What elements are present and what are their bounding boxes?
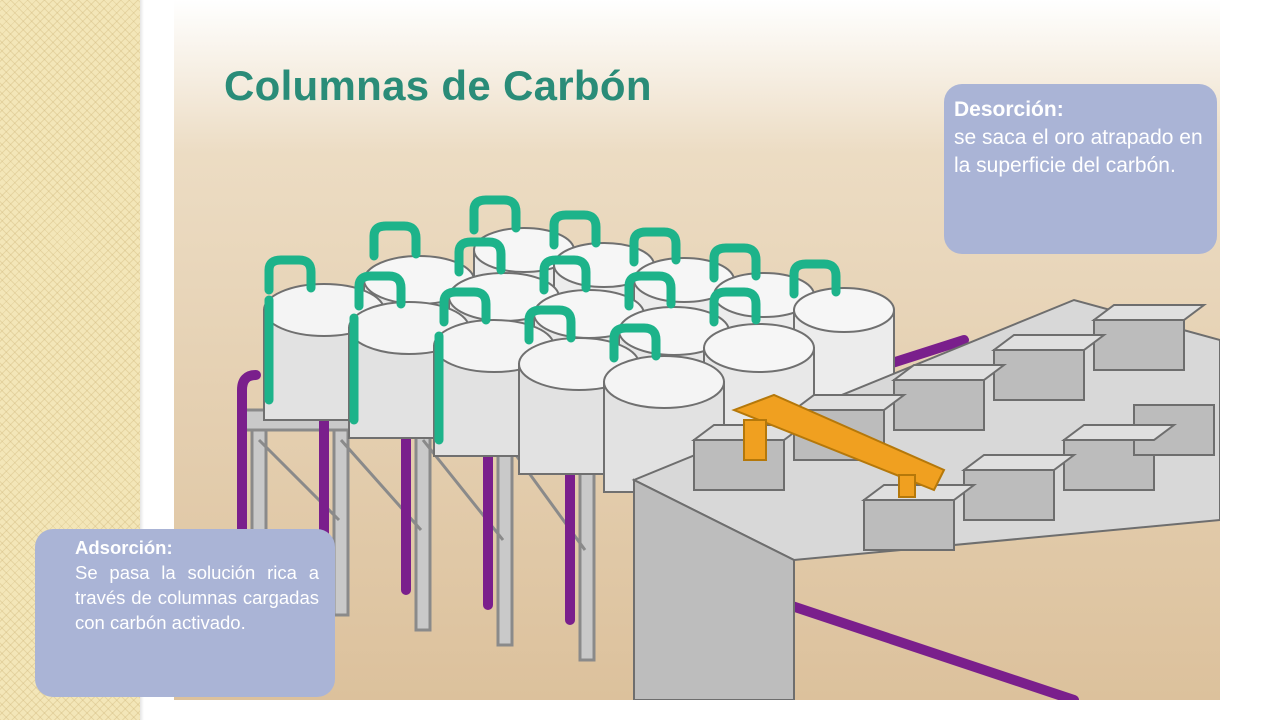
carbon-column-tanks bbox=[263, 227, 895, 493]
slide-title: Columnas de Carbón bbox=[224, 62, 652, 109]
adsorcion-title: Adsorción: bbox=[75, 537, 173, 558]
orange-crane bbox=[731, 393, 946, 498]
adsorcion-description: Se pasa la solución rica a través de col… bbox=[75, 562, 319, 633]
desorcion-callout: Desorción: se saca el oro atrapado en la… bbox=[944, 84, 1217, 254]
desorcion-description: se saca el oro atrapado en la superficie… bbox=[954, 126, 1203, 177]
desorcion-title: Desorción: bbox=[954, 98, 1064, 121]
decorative-side-strip bbox=[0, 0, 140, 720]
side-strip-shadow bbox=[140, 0, 144, 720]
adsorcion-callout: Adsorción: Se pasa la solución rica a tr… bbox=[35, 529, 335, 697]
green-pipes bbox=[264, 195, 841, 445]
